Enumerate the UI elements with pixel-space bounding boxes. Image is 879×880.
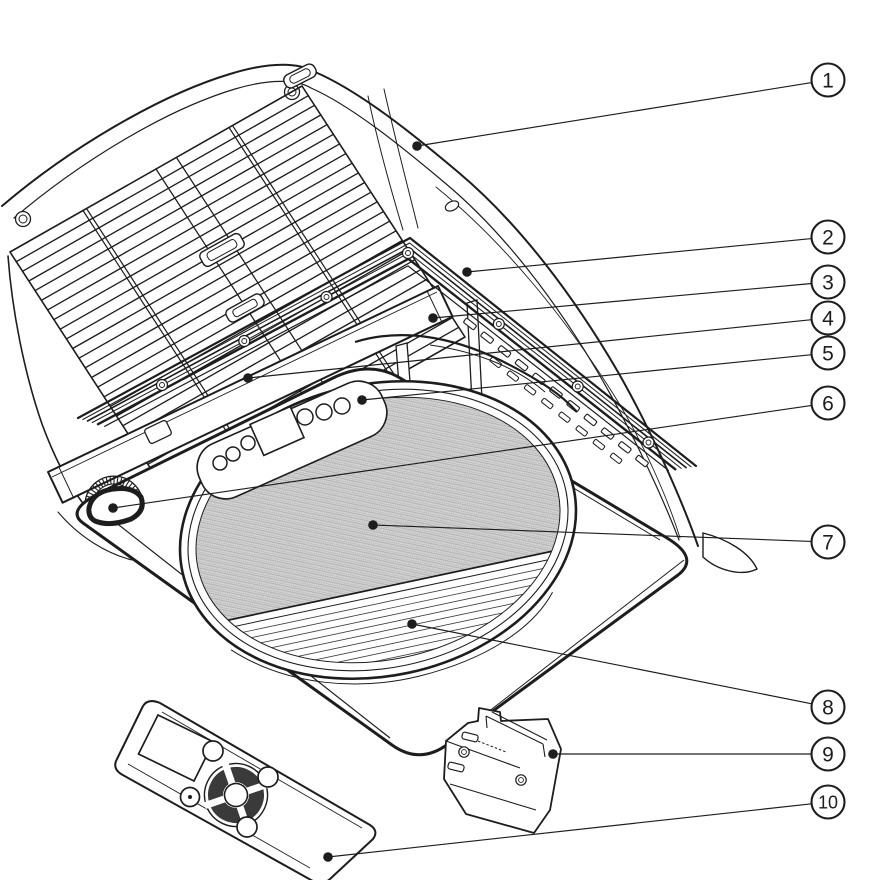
remote-buttons <box>179 740 279 838</box>
callout-badge-10: 10 <box>810 784 846 820</box>
remote-dpad <box>203 762 269 828</box>
grille-latch-lower <box>225 293 265 323</box>
callout-badge-5: 5 <box>810 335 846 371</box>
control-buttons <box>212 397 351 471</box>
callout-number-8: 8 <box>822 697 834 720</box>
bracket-screws <box>458 746 527 786</box>
mounting-frame-band <box>76 236 698 471</box>
callout-badges: 1 2 3 4 5 6 7 8 <box>810 62 846 820</box>
bracket-pins <box>447 731 479 773</box>
leader-dots <box>108 141 558 862</box>
callout-badge-4: 4 <box>810 300 846 336</box>
callout-number-7: 7 <box>822 532 834 555</box>
callout-number-2: 2 <box>822 227 834 250</box>
callout-badge-7: 7 <box>810 524 846 560</box>
callout-number-1: 1 <box>822 70 834 93</box>
air-outlet-louvers <box>211 561 586 695</box>
callout-badge-1: 1 <box>810 62 846 98</box>
remote-control <box>114 700 377 880</box>
callout-number-9: 9 <box>822 744 834 767</box>
callout-number-4: 4 <box>822 308 834 331</box>
cover-screw-right <box>444 200 460 212</box>
callout-badge-2: 2 <box>810 219 846 255</box>
leader-lines <box>112 82 812 858</box>
callout-badge-3: 3 <box>810 264 846 300</box>
callout-number-10: 10 <box>818 793 838 813</box>
frame-screws <box>155 246 655 449</box>
control-panel-strip <box>196 380 388 500</box>
mounting-bracket <box>443 707 562 834</box>
callout-number-3: 3 <box>822 272 834 295</box>
grille-latch-upper <box>199 232 245 268</box>
remote-display <box>137 713 215 783</box>
cover-screw-left <box>14 210 32 228</box>
outer-cover-shroud <box>1 63 758 574</box>
callout-number-5: 5 <box>822 343 834 366</box>
control-display <box>248 405 306 457</box>
cover-hinge-tab <box>283 63 317 89</box>
callout-badge-9: 9 <box>810 736 846 772</box>
callout-badge-6: 6 <box>810 385 846 421</box>
callout-number-6: 6 <box>822 393 834 416</box>
grille-mullions <box>82 125 397 462</box>
callout-badge-8: 8 <box>810 689 846 725</box>
